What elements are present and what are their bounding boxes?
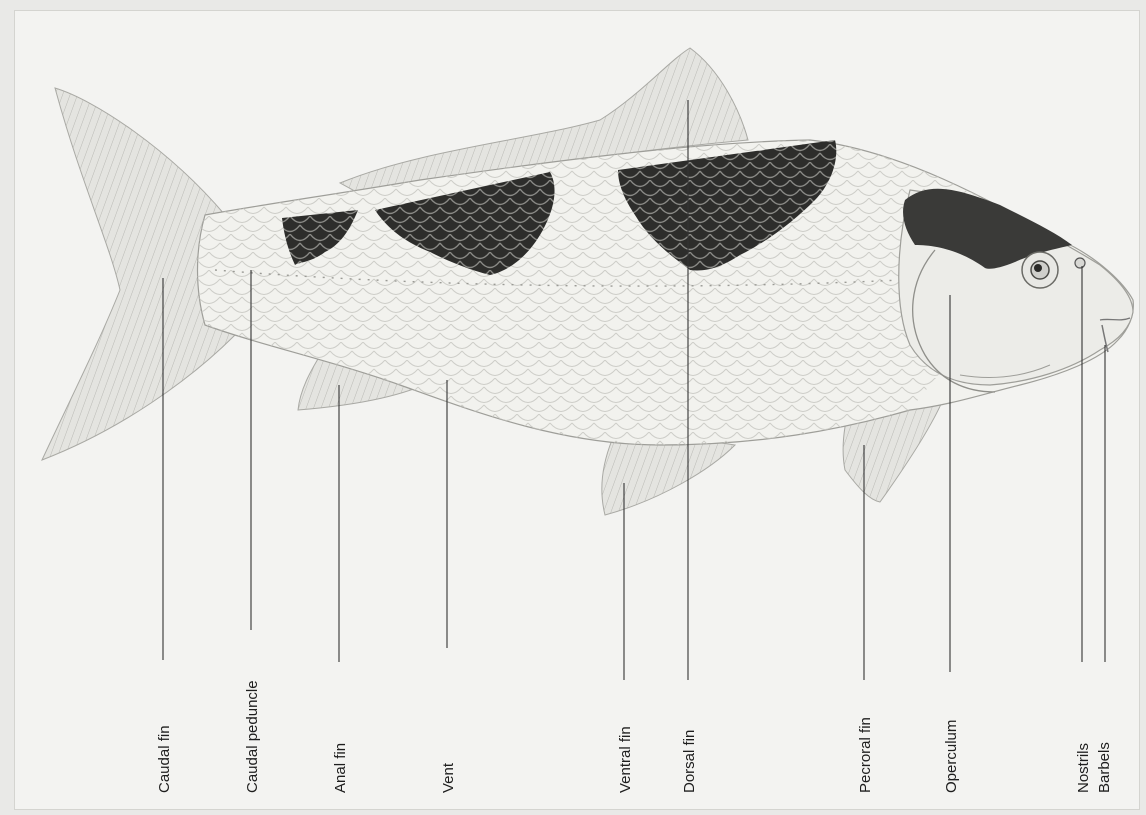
label-caudal-peduncle: Caudal peduncle <box>245 680 260 793</box>
label-nostrils: Nostrils <box>1076 743 1091 793</box>
label-vent: Vent <box>441 763 456 793</box>
label-operculum: Operculum <box>944 720 959 793</box>
label-ventral-fin: Ventral fin <box>618 726 633 793</box>
label-caudal-fin: Caudal fin <box>157 725 172 793</box>
label-pectoral-fin: Pecroral fin <box>858 717 873 793</box>
label-anal-fin: Anal fin <box>333 743 348 793</box>
ventral-fin-shape <box>602 438 735 515</box>
label-dorsal-fin: Dorsal fin <box>682 730 697 793</box>
label-barbels: Barbels <box>1097 742 1112 793</box>
nostril <box>1075 258 1085 268</box>
